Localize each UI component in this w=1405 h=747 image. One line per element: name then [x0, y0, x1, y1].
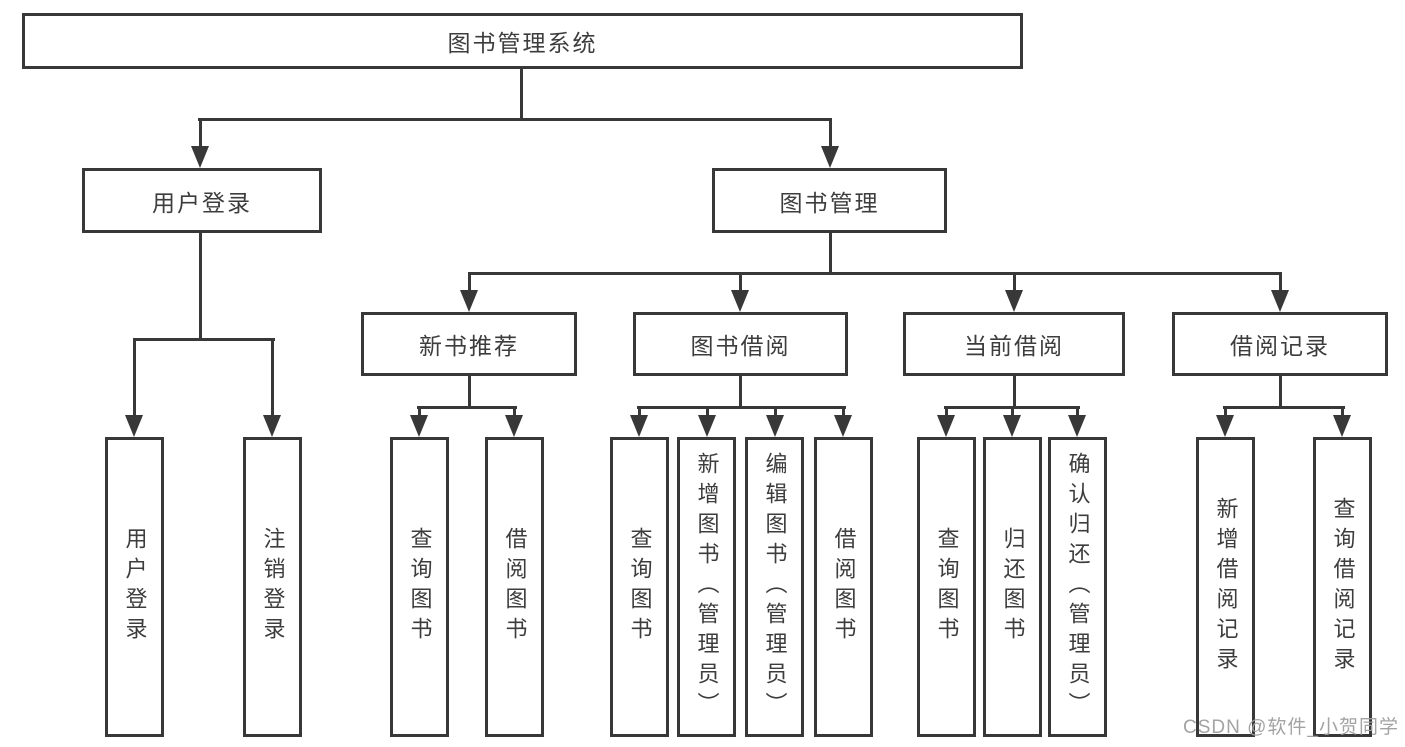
- node-label: 归还图书: [1000, 527, 1026, 647]
- connector-line: [1012, 376, 1016, 409]
- connector-line: [1223, 406, 1345, 409]
- leaf-query-books-current: 查询图书: [917, 437, 976, 737]
- arrowhead-icon: [1216, 415, 1234, 437]
- node-label: 查询借阅记录: [1330, 497, 1356, 677]
- node-label: 借阅记录: [1230, 333, 1330, 359]
- arrowhead-icon: [505, 415, 523, 437]
- leaf-logout: 注销登录: [243, 437, 302, 737]
- arrowhead-icon: [191, 146, 209, 168]
- connector-line: [738, 376, 742, 409]
- node-library-management-system: 图书管理系统: [22, 13, 1023, 69]
- arrowhead-icon: [1271, 290, 1289, 312]
- arrowhead-icon: [410, 415, 428, 437]
- connector-line: [519, 69, 523, 121]
- leaf-add-book-admin: 新增图书（管理员）: [677, 437, 736, 737]
- node-label: 新增图书（管理员）: [694, 452, 720, 722]
- arrowhead-icon: [731, 290, 749, 312]
- node-label: 用户登录: [122, 527, 148, 647]
- connector-line: [841, 409, 845, 417]
- arrowhead-icon: [821, 146, 839, 168]
- leaf-confirm-return-admin: 确认归还（管理员）: [1048, 437, 1107, 737]
- node-label: 确认归还（管理员）: [1065, 452, 1091, 722]
- connector-line: [417, 409, 421, 417]
- leaf-borrow-books-recommend: 借阅图书: [485, 437, 544, 737]
- leaf-borrow-books: 借阅图书: [814, 437, 873, 737]
- leaf-edit-book-admin: 编辑图书（管理员）: [745, 437, 804, 737]
- arrowhead-icon: [937, 415, 955, 437]
- connector-line: [1075, 409, 1079, 417]
- connector-line: [828, 233, 832, 275]
- arrowhead-icon: [766, 415, 784, 437]
- node-label: 图书管理: [779, 189, 880, 216]
- connector-line: [828, 121, 832, 148]
- arrowhead-icon: [1068, 415, 1086, 437]
- connector-line: [198, 121, 202, 148]
- node-borrow-records: 借阅记录: [1172, 312, 1388, 376]
- connector-line: [1010, 409, 1014, 417]
- node-label: 注销登录: [260, 527, 286, 647]
- leaf-user-login: 用户登录: [105, 437, 164, 737]
- arrowhead-icon: [1005, 290, 1023, 312]
- node-label: 借阅图书: [502, 527, 528, 647]
- node-label: 图书管理系统: [447, 30, 598, 56]
- connector-line: [1278, 275, 1282, 292]
- leaf-query-books-borrowing: 查询图书: [610, 437, 669, 737]
- arrowhead-icon: [460, 290, 478, 312]
- node-label: 新增借阅记录: [1213, 497, 1239, 677]
- connector-line: [467, 376, 471, 409]
- connector-line: [133, 338, 275, 341]
- node-label: 当前借阅: [964, 333, 1064, 359]
- node-book-borrowing: 图书借阅: [633, 312, 848, 376]
- connector-line: [738, 275, 742, 292]
- connector-line: [637, 409, 641, 417]
- connector-line: [417, 406, 517, 409]
- arrowhead-icon: [698, 415, 716, 437]
- node-label: 查询图书: [407, 527, 433, 647]
- connector-line: [1223, 409, 1227, 417]
- connector-line: [1278, 376, 1282, 409]
- connector-line: [1012, 275, 1016, 292]
- leaf-add-borrow-record: 新增借阅记录: [1196, 437, 1255, 737]
- arrowhead-icon: [1333, 415, 1351, 437]
- arrowhead-icon: [263, 415, 281, 437]
- leaf-query-books-recommend: 查询图书: [390, 437, 449, 737]
- connector-line: [773, 409, 777, 417]
- connector-line: [198, 233, 202, 341]
- node-label: 用户登录: [152, 189, 252, 216]
- arrowhead-icon: [630, 415, 648, 437]
- arrowhead-icon: [125, 415, 143, 437]
- connector-line: [468, 272, 1282, 275]
- arrowhead-icon: [1003, 415, 1021, 437]
- connector-line: [198, 118, 832, 121]
- node-label: 借阅图书: [831, 527, 857, 647]
- connector-line: [637, 406, 846, 409]
- connector-line: [944, 406, 1080, 409]
- connector-line: [132, 341, 136, 417]
- node-current-borrowing: 当前借阅: [903, 312, 1125, 376]
- connector-line: [944, 409, 948, 417]
- connector-line: [1340, 409, 1344, 417]
- node-label: 新书推荐: [419, 333, 519, 359]
- watermark: CSDN @软件_小贺同学: [1183, 717, 1399, 738]
- node-label: 查询图书: [934, 527, 960, 647]
- node-new-book-recommend: 新书推荐: [361, 312, 577, 376]
- connector-line: [270, 341, 274, 417]
- leaf-return-book: 归还图书: [983, 437, 1042, 737]
- node-label: 编辑图书（管理员）: [762, 452, 788, 722]
- node-book-management: 图书管理: [712, 168, 947, 233]
- connector-line: [467, 275, 471, 292]
- arrowhead-icon: [834, 415, 852, 437]
- node-label: 图书借阅: [690, 333, 791, 359]
- node-label: 查询图书: [627, 527, 653, 647]
- connector-line: [705, 409, 709, 417]
- node-user-login: 用户登录: [82, 168, 322, 233]
- connector-line: [512, 409, 516, 417]
- leaf-query-borrow-record: 查询借阅记录: [1313, 437, 1372, 737]
